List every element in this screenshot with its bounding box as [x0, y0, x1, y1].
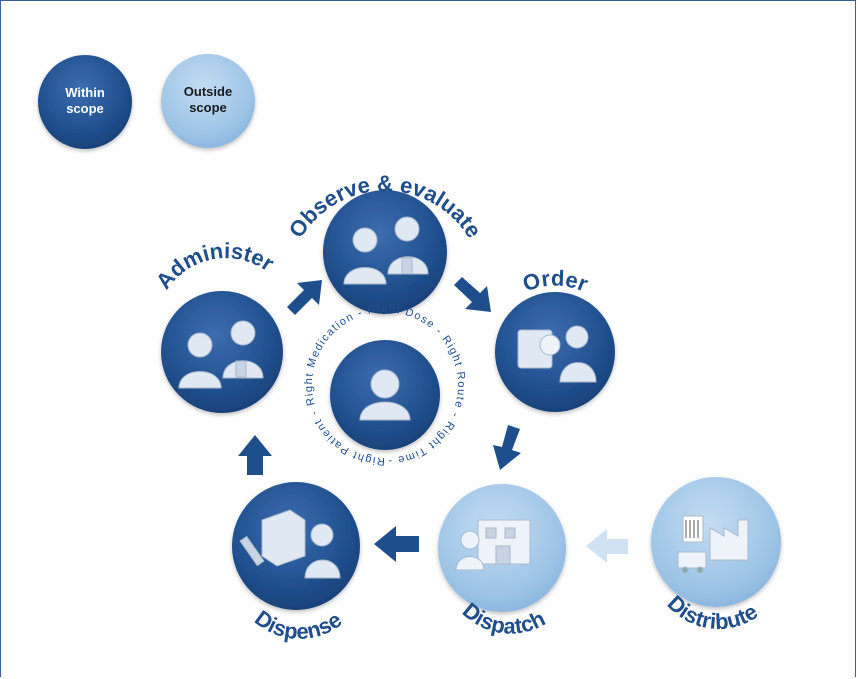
node-center-five-rights: Right Patient - Right Medication - Right… — [303, 303, 467, 467]
box-pharmacist-icon — [239, 509, 341, 579]
factory-truck-icon — [677, 515, 749, 574]
legend-outside-scope: Outside scope — [161, 54, 255, 148]
pharmacist-computer-icon — [517, 325, 597, 383]
legend-within-label-line1: Within — [65, 85, 105, 100]
node-dispatch: Dispatch — [438, 484, 566, 639]
doctor-patient-icon — [343, 216, 429, 285]
legend-outside-circle — [161, 54, 255, 148]
administer-label: Administer — [151, 238, 279, 294]
arrow-dispatch-to-dispense — [374, 526, 419, 562]
legend-within-scope: Within scope — [38, 55, 132, 149]
nurse-patient-icon — [178, 320, 264, 389]
patient-icon — [359, 369, 411, 421]
node-order: Order — [495, 265, 615, 412]
arrow-order-to-dispatch — [493, 425, 521, 470]
legend-within-label-line2: scope — [66, 101, 104, 116]
arrow-distribute-to-dispatch — [586, 529, 628, 563]
node-dispense: Dispense — [232, 482, 360, 644]
legend-outside-label-line1: Outside — [184, 84, 232, 99]
node-administer: Administer — [151, 238, 283, 413]
arrows — [238, 277, 628, 563]
observe-circle — [323, 190, 447, 314]
pharmacy-building-icon — [455, 519, 531, 571]
node-distribute: Distribute — [651, 477, 781, 634]
dispense-label: Dispense — [250, 605, 346, 644]
arrow-administer-to-observe — [287, 280, 322, 315]
administer-circle — [161, 291, 283, 413]
legend-outside-label-line2: scope — [189, 100, 227, 115]
arrow-dispense-to-administer — [238, 435, 272, 475]
legend-within-circle — [38, 55, 132, 149]
arrow-observe-to-order — [454, 277, 491, 312]
